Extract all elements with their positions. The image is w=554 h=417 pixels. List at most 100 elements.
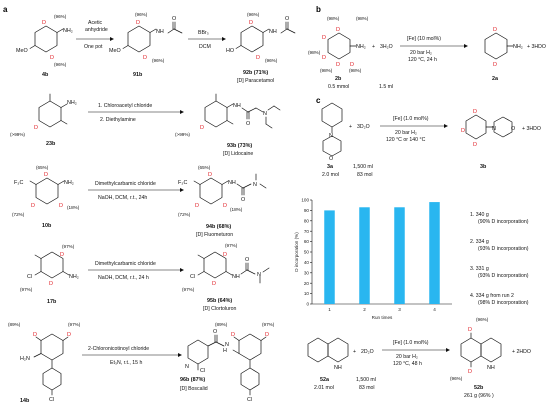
molecule-10b: D D D (65%) (72%) (18%) NH₂ F₃C: [12, 165, 80, 217]
reagent-text: 3D₂O: [357, 124, 370, 130]
chart-y-label: D incorporation (%): [294, 232, 299, 272]
atom-cl: Cl: [200, 368, 205, 374]
deuterium-label: D: [231, 332, 235, 338]
molecule-94b: D D D (65%) (72%) (18%) NH F₃C O N: [178, 165, 267, 217]
molecule-3b: D D D N O: [461, 109, 515, 148]
deuterium-label: D: [461, 128, 465, 134]
deuterium-label: D: [322, 35, 326, 41]
byproduct-text: + 3HDO: [522, 126, 541, 132]
byproduct-text: + 3HDO: [527, 44, 546, 50]
atom-cl: Cl: [49, 397, 54, 403]
chart-bar: [324, 210, 335, 304]
condition-text: 120 °C, 48 h: [393, 361, 422, 367]
condition-text: [Fe] (1.0 mol%): [393, 340, 429, 346]
run-note-line: 3. 331 g: [470, 266, 489, 272]
condition-text: 2-Chloronicotinoyl chloride: [88, 346, 149, 352]
panel-label-c: c: [316, 96, 321, 105]
atom-cl: Cl: [247, 397, 252, 403]
d-incorporation: (72%): [12, 212, 25, 217]
condition-text: Acetic: [88, 20, 103, 26]
condition-text: One pot: [84, 44, 103, 50]
atom-nh: NH: [228, 180, 236, 186]
atom-n: N: [263, 111, 267, 117]
molecule-2b: D D D D D (98%) (98%) (98%) (98%) (98%) …: [308, 16, 369, 73]
deuterium-label: D: [50, 55, 54, 61]
deuterium-label: D: [143, 55, 147, 61]
compound-label-2a: 2a: [492, 76, 499, 82]
atom-n: N: [225, 342, 229, 348]
reagent-text: 3H₂O: [380, 44, 393, 50]
deuterium-label: D: [34, 125, 38, 131]
chart-x-tick-label: 2: [363, 307, 366, 312]
atom-nh: NH: [334, 365, 342, 371]
compound-label-23b: 23b: [46, 141, 56, 147]
deuterium-label: D: [67, 332, 71, 338]
run-note-line: 4. 334 g from run 2: [470, 293, 514, 299]
d-incorporation: (98%): [320, 68, 333, 73]
compound-label-3a: 3a: [327, 164, 334, 170]
d-incorporation: (96%): [476, 317, 489, 322]
condition-text: 1. Chloroacetyl chloride: [98, 103, 152, 109]
condition-text: NaOH, DCM, r.t., 24 h: [98, 275, 149, 281]
atom-ho: HO: [226, 48, 234, 54]
chart-y-tick-label: 40: [304, 260, 310, 265]
deuterium-label: D: [350, 62, 354, 68]
atom-meo: MeO: [16, 48, 28, 54]
molecule-52a: NH: [307, 337, 349, 371]
reaction-arrow-head: [178, 353, 182, 357]
chart-y-tick-label: 90: [304, 208, 310, 213]
d-incorporation: (72%): [178, 212, 191, 217]
d-incorporation: (96%): [152, 58, 165, 63]
d-incorporation: (96%): [247, 12, 260, 17]
chart-x-label: Run times: [372, 315, 393, 320]
chart-bar: [429, 202, 440, 304]
chart-bar: [359, 207, 370, 304]
deuterium-label: D: [44, 172, 48, 178]
d-incorporation: (97%): [262, 322, 275, 327]
molecule-17b: D D (97%) (97%) NH₂ Cl: [20, 244, 79, 292]
atom-o: O: [285, 16, 289, 22]
compound-label-2b: 2b: [335, 76, 342, 82]
d-incorporation: (97%): [20, 287, 33, 292]
reaction-arrow-head: [464, 44, 468, 48]
amount-text: 1,500 ml: [356, 377, 376, 383]
reaction-arrow-head: [180, 110, 184, 114]
compound-label-91b: 91b: [133, 72, 143, 78]
run-note-line: (98% D incorporation): [478, 300, 529, 306]
deuterium-label: D: [59, 203, 63, 209]
condition-text: Dimethylcarbamic chloride: [95, 261, 156, 267]
molecule-95b: D D (97%) (97%) NH Cl O N: [182, 243, 270, 292]
d-incorporation: (18%): [230, 207, 243, 212]
atom-n: N: [257, 272, 261, 278]
d-incorporation: (89%): [8, 322, 21, 327]
chart-y-tick-label: 30: [304, 270, 310, 275]
condition-text: BBr₃: [198, 30, 209, 36]
atom-o: O: [511, 126, 515, 132]
d-incorporation: (97%): [182, 287, 195, 292]
compound-label-4b: 4b: [42, 72, 49, 78]
atom-nh2: NH₂: [63, 28, 73, 34]
amount-text: 1,500 ml: [353, 164, 373, 170]
drug-name: [D] Paracetamol: [237, 78, 274, 84]
d-incorporation: (89%): [215, 322, 228, 327]
d-incorporation: (98%): [356, 16, 369, 21]
yield-text: 261 g (96% ): [464, 393, 494, 399]
d-incorporation: (98%): [349, 68, 362, 73]
chart-y-tick-label: 0: [306, 302, 309, 307]
run-note-line: (93% D incorporation): [478, 273, 529, 279]
deuterium-label: D: [256, 55, 260, 61]
atom-meo: MeO: [109, 48, 121, 54]
compound-label-52a: 52a: [320, 377, 330, 383]
molecule-92b: D D (96%) (96%) NH O HO: [226, 12, 296, 63]
d-incorporation: (96%): [135, 12, 148, 17]
compound-label-52b: 52b: [474, 385, 484, 391]
condition-text: Dimethylcarbamic chloride: [95, 181, 156, 187]
atom-n: N: [492, 126, 496, 132]
reaction-arrow-head: [180, 188, 184, 192]
run-note-line: (93% D incorporation): [478, 246, 529, 252]
amount-text: 1.5 ml: [379, 84, 393, 90]
deuterium-label: D: [468, 327, 472, 333]
chart-x-tick-label: 4: [433, 307, 436, 312]
